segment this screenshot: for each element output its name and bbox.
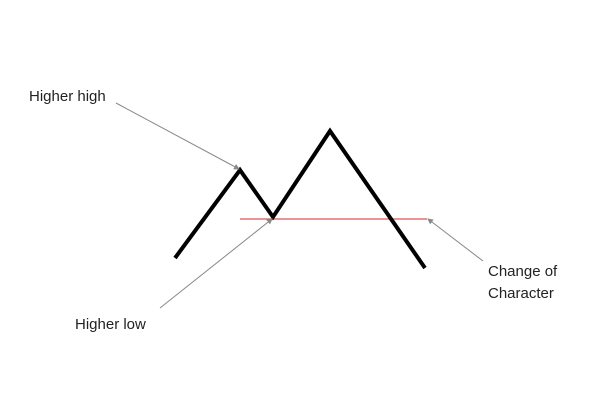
price-zigzag-line	[173, 127, 427, 270]
higher-low-label: Higher low	[75, 316, 146, 333]
change-of-character-label-line1: Change of	[488, 263, 558, 280]
higher-low-arrow	[159, 218, 273, 309]
change-of-character-arrow	[427, 218, 484, 262]
higher-high-arrow	[115, 102, 240, 170]
higher-high-label: Higher high	[29, 88, 106, 105]
change-of-character-label-line2: Character	[488, 285, 554, 302]
